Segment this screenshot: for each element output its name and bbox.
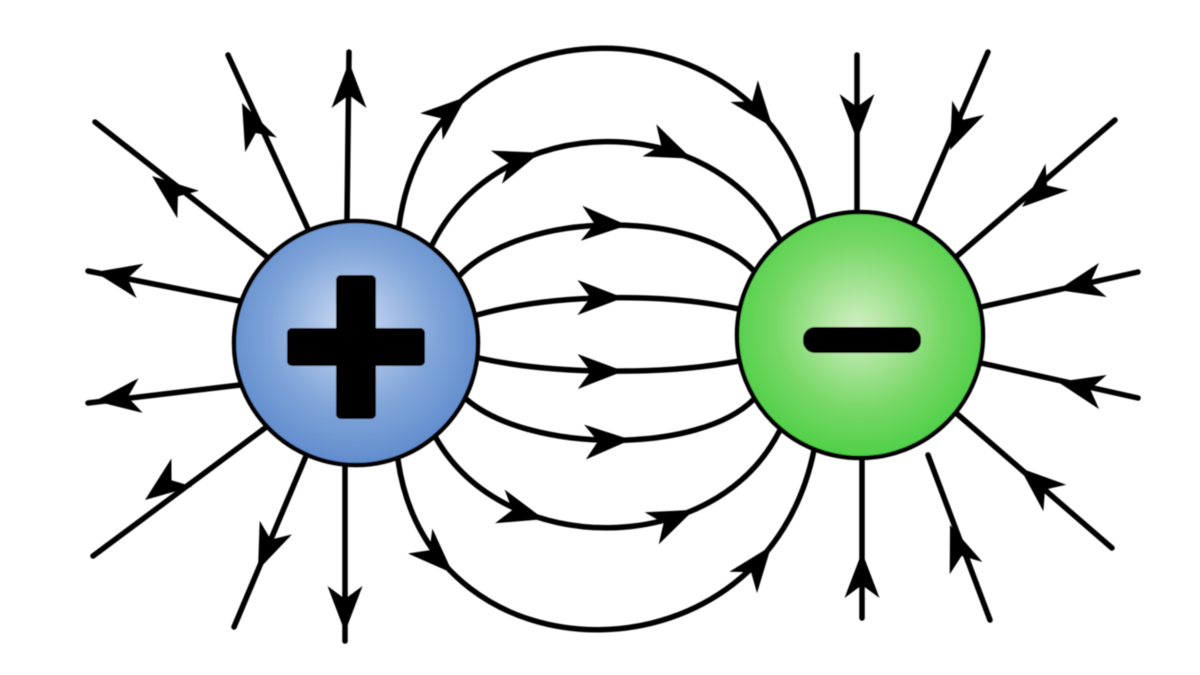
field-arrow-connecting-4-1 (577, 280, 624, 315)
field-arrow-outward-2 (242, 103, 277, 153)
field-arrow-inward-7 (949, 525, 983, 575)
field-arrow-connecting-5-1 (577, 354, 624, 389)
charge-sign-symbols (287, 275, 921, 419)
field-arrow-inward-6 (1020, 468, 1067, 512)
field-arrow-inward-1 (839, 94, 875, 140)
minus-symbol (803, 327, 921, 353)
field-arrow-connecting-2-1 (490, 150, 540, 184)
field-arrow-connecting-7-1 (495, 489, 544, 524)
field-line-outward-2 (225, 52, 311, 232)
field-arrow-connecting-2-2 (642, 124, 692, 159)
field-arrow-connecting-8-2 (729, 546, 772, 594)
plus-symbol (287, 275, 425, 419)
diagram-root (85, 45, 1141, 644)
field-arrow-connecting-1-2 (730, 80, 773, 128)
field-arrow-outward-6 (145, 458, 193, 500)
field-arrow-inward-4 (1058, 262, 1107, 297)
field-line-outward-6 (90, 425, 268, 559)
field-arrow-connecting-3-1 (580, 205, 628, 241)
field-arrow-connecting-7-2 (644, 509, 694, 545)
field-arrow-outward-5 (95, 378, 143, 413)
field-line-connecting-1 (396, 45, 817, 229)
field-line-connecting-3 (457, 222, 757, 278)
field-line-connecting-7 (433, 427, 783, 531)
field-line-inward-5 (978, 360, 1141, 401)
field-arrowheads (95, 62, 1107, 632)
field-arrow-inward-5 (1058, 375, 1107, 410)
field-arrow-connecting-1-1 (420, 96, 467, 140)
field-arrow-connecting-6-1 (584, 424, 631, 460)
field-arrow-connecting-8-1 (407, 528, 453, 574)
field-arrow-outward-3 (152, 176, 199, 219)
field-arrow-outward-7 (258, 520, 292, 570)
field-arrow-outward-4 (95, 263, 144, 299)
field-arrow-outward-8 (327, 586, 363, 632)
field-arrow-inward-8 (844, 552, 880, 598)
field-arrow-outward-1 (331, 62, 367, 108)
field-line-connecting-8 (395, 447, 817, 633)
field-arrow-inward-3 (1022, 163, 1069, 207)
field-line-connecting-2 (429, 138, 783, 248)
field-arrow-inward-2 (950, 100, 985, 150)
